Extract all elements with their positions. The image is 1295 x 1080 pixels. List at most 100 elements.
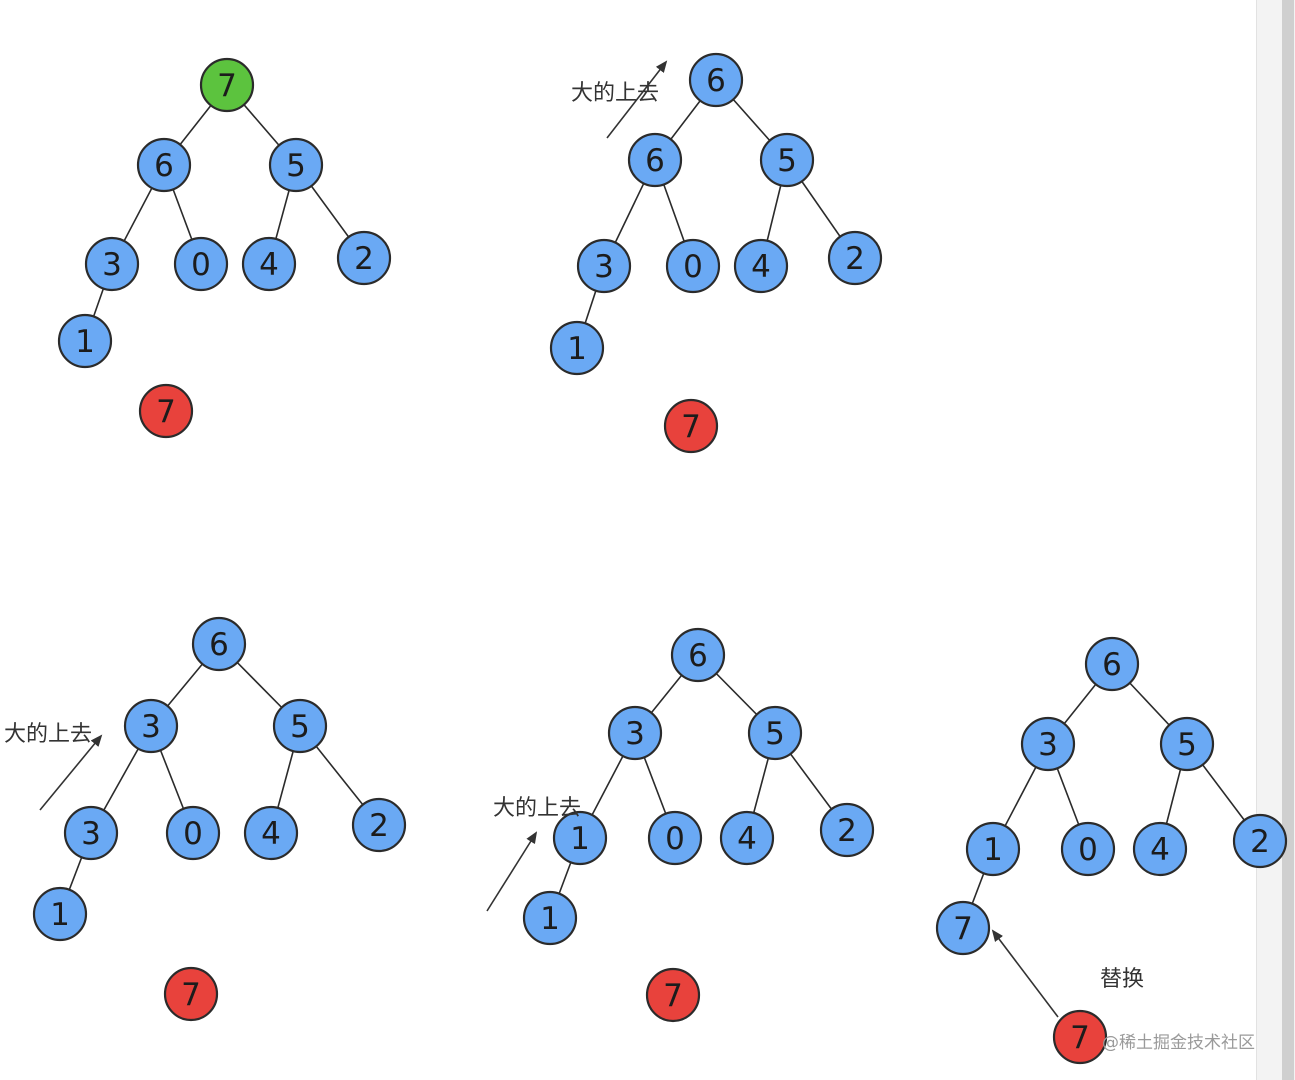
panel-3-node-3-label: 5 <box>290 709 310 745</box>
panel-1-removed-node-circle <box>138 383 194 439</box>
panel-3-node-7: 2 <box>351 797 407 853</box>
panel-4-node-7-circle <box>819 802 875 858</box>
panel-4-node-7-label: 2 <box>837 813 857 849</box>
panel-1-node-1: 7 <box>199 57 255 113</box>
panel-5-node-5-label: 0 <box>1078 832 1098 868</box>
panel-5-node-8: 7 <box>935 900 991 956</box>
panel-1-removed-node-label: 7 <box>156 394 176 430</box>
panel-3-node-2-label: 3 <box>141 709 161 745</box>
panel-4-node-7: 2 <box>819 802 875 858</box>
panel-5-node-3-label: 5 <box>1177 727 1197 763</box>
panel-1-node-4-circle <box>84 236 140 292</box>
panel-2-node-8-label: 1 <box>567 331 587 367</box>
scrollbar-thumb[interactable] <box>1282 0 1294 1080</box>
panel-5-node-2-label: 3 <box>1038 727 1058 763</box>
panel-4-node-6-circle <box>719 810 775 866</box>
panel-1-node-5-label: 0 <box>191 247 211 283</box>
panel-1-node-7: 2 <box>336 230 392 286</box>
panel-1-node-5: 0 <box>173 236 229 292</box>
panel-4-node-2-label: 3 <box>625 716 645 752</box>
panel-1-removed-node: 7 <box>138 383 194 439</box>
watermark-text: @稀土掘金技术社区 <box>1102 1033 1255 1053</box>
panel-4-node-5-label: 0 <box>665 821 685 857</box>
panel-1-node-7-label: 2 <box>354 241 374 277</box>
panel-5-node-8-label: 7 <box>953 911 973 947</box>
panel-4-node-3: 5 <box>747 705 803 761</box>
panel-5-arrow-1 <box>991 929 1059 1018</box>
panel-1-node-8-circle <box>57 313 113 369</box>
panel-2-node-6-label: 4 <box>751 249 771 285</box>
panel-4-node-3-circle <box>747 705 803 761</box>
panel-3-node-3: 5 <box>272 698 328 754</box>
panel-5-node-4-label: 1 <box>983 832 1003 868</box>
panel-2-node-7: 2 <box>827 230 883 286</box>
panel-1-node-6-circle <box>241 236 297 292</box>
panel-4-node-2-circle <box>607 705 663 761</box>
panel-4-node-6-label: 4 <box>737 821 757 857</box>
panel-2-node-4-circle <box>576 238 632 294</box>
panel-5-node-4-circle <box>965 821 1021 877</box>
panel-3-node-4: 3 <box>63 805 119 861</box>
panel-1-node-3: 5 <box>268 137 324 193</box>
panel-4-removed-node-label: 7 <box>663 978 683 1014</box>
panel-1-node-6-label: 4 <box>259 247 279 283</box>
panel-5-node-5: 0 <box>1060 821 1116 877</box>
panel-2-node-2: 6 <box>627 132 683 188</box>
panel-3-node-2: 3 <box>123 698 179 754</box>
panel-2-node-8-circle <box>549 320 605 376</box>
panel-3-node-4-circle <box>63 805 119 861</box>
panel-3-node-2-circle <box>123 698 179 754</box>
panel-4-node-1-circle <box>670 627 726 683</box>
panel-5-removed-node-circle <box>1052 1009 1108 1065</box>
panel-5-annotation: 替换 <box>1100 967 1144 992</box>
panel-2-node-7-label: 2 <box>845 241 865 277</box>
panel-2-node-1-label: 6 <box>706 63 726 99</box>
panel-2-node-5-circle <box>665 238 721 294</box>
panel-3-node-5-label: 0 <box>183 816 203 852</box>
panel-4-node-6: 4 <box>719 810 775 866</box>
panel-5-node-3-circle <box>1159 716 1215 772</box>
panel-2-node-5: 0 <box>665 238 721 294</box>
panel-1-node-8: 1 <box>57 313 113 369</box>
panel-1-node-3-circle <box>268 137 324 193</box>
panel-2-annotation: 大的上去 <box>571 81 659 106</box>
panel-3-arrow-1 <box>39 734 103 811</box>
panel-4-removed-node-circle <box>645 967 701 1023</box>
panel-4-arrow-1 <box>486 831 538 912</box>
panel-4-node-4-circle <box>552 810 608 866</box>
panel-2-node-3-circle <box>759 132 815 188</box>
panel-3-node-7-label: 2 <box>369 808 389 844</box>
panel-1-node-5-circle <box>173 236 229 292</box>
panel-5-node-7-label: 2 <box>1250 824 1270 860</box>
panel-3-removed-node-label: 7 <box>181 977 201 1013</box>
panel-3-node-3-circle <box>272 698 328 754</box>
panel-5-node-8-circle <box>935 900 991 956</box>
panel-5-node-1-circle <box>1084 636 1140 692</box>
panel-1-node-2-circle <box>136 137 192 193</box>
panel-3-node-4-label: 3 <box>81 816 101 852</box>
panel-4-node-4-label: 1 <box>570 821 590 857</box>
panel-5-node-2: 3 <box>1020 716 1076 772</box>
panel-2-node-1: 6 <box>688 52 744 108</box>
panel-2-removed-node-circle <box>663 398 719 454</box>
panel-1-node-2-label: 6 <box>154 148 174 184</box>
panel-2-node-3: 5 <box>759 132 815 188</box>
panel-5-node-1-label: 6 <box>1102 647 1122 683</box>
panel-2-node-2-circle <box>627 132 683 188</box>
panel-5-removed-node-label: 7 <box>1070 1020 1090 1056</box>
panel-5-node-6-circle <box>1132 821 1188 877</box>
panel-3-annotation: 大的上去 <box>4 722 92 747</box>
panel-1-node-7-circle <box>336 230 392 286</box>
panel-3-node-8-label: 1 <box>50 897 70 933</box>
panel-5-node-7-circle <box>1232 813 1288 869</box>
panel-3-node-6-label: 4 <box>261 816 281 852</box>
panel-4-node-3-label: 5 <box>765 716 785 752</box>
panel-2-arrow-1 <box>606 60 668 139</box>
panel-3-removed-node: 7 <box>163 966 219 1022</box>
panel-3-removed-node-circle <box>163 966 219 1022</box>
panel-5-node-7: 2 <box>1232 813 1288 869</box>
panel-2-node-6: 4 <box>733 238 789 294</box>
panel-3-node-6: 4 <box>243 805 299 861</box>
panel-5-node-5-circle <box>1060 821 1116 877</box>
